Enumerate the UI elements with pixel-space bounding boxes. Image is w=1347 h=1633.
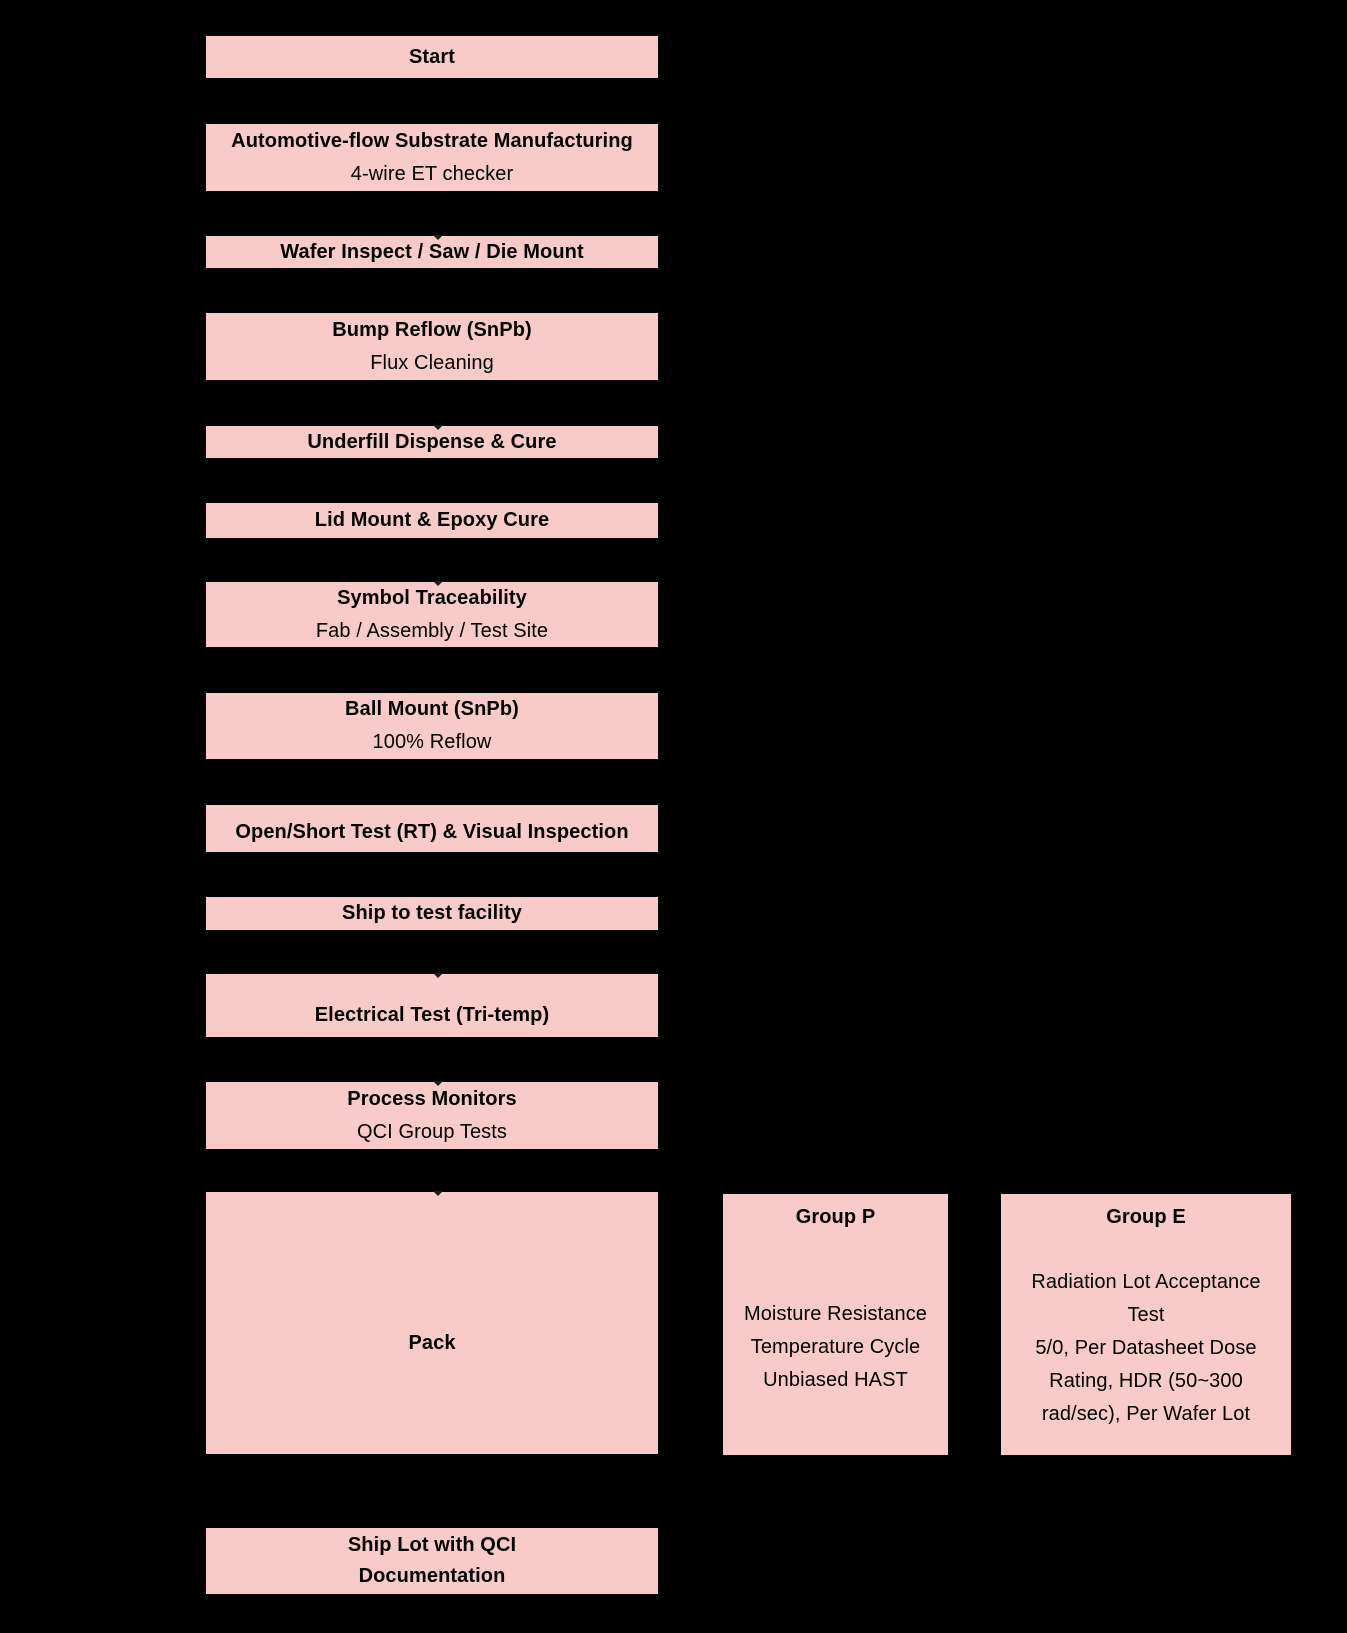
- qci-group-e-box: Group E Radiation Lot Acceptance Test 5/…: [1001, 1194, 1291, 1455]
- step-title-line-1: Ship Lot with QCI: [347, 1534, 517, 1556]
- flow-step-electrical-test: Electrical Test (Tri-temp): [206, 973, 658, 1037]
- arrowhead-mark: [433, 973, 443, 978]
- group-line: Rating, HDR (50~300: [1049, 1370, 1243, 1392]
- flow-step-process-monitors: Process Monitors QCI Group Tests: [206, 1081, 658, 1149]
- arrowhead-mark: [433, 425, 443, 430]
- step-title: Process Monitors: [347, 1087, 517, 1110]
- group-line: Test: [1127, 1304, 1165, 1326]
- step-title: Symbol Traceability: [337, 586, 527, 609]
- step-subtitle: Fab / Assembly / Test Site: [315, 619, 549, 642]
- flow-step-symbol-traceability: Symbol Traceability Fab / Assembly / Tes…: [206, 581, 658, 647]
- group-e-tests: Radiation Lot Acceptance Test 5/0, Per D…: [1031, 1266, 1260, 1431]
- step-title: Bump Reflow (SnPb): [332, 318, 532, 341]
- group-line: Radiation Lot Acceptance: [1031, 1271, 1261, 1293]
- step-title: Pack: [408, 1331, 456, 1354]
- flow-step-bump-reflow: Bump Reflow (SnPb) Flux Cleaning: [206, 313, 658, 380]
- step-subtitle: Flux Cleaning: [370, 351, 494, 374]
- flow-step-wafer-inspect-saw-die-mount: Wafer Inspect / Saw / Die Mount: [206, 235, 658, 268]
- step-title: Ball Mount (SnPb): [345, 698, 519, 720]
- group-line: Unbiased HAST: [763, 1369, 908, 1391]
- arrowhead-mark: [433, 581, 443, 586]
- step-subtitle: 4-wire ET checker: [350, 162, 514, 185]
- arrowhead-mark: [433, 1191, 443, 1196]
- flow-step-lid-mount-epoxy-cure: Lid Mount & Epoxy Cure: [206, 503, 658, 538]
- flow-step-substrate-manufacturing: Automotive-flow Substrate Manufacturing …: [206, 124, 658, 191]
- step-title: Underfill Dispense & Cure: [307, 430, 557, 453]
- group-p-tests: Moisture Resistance Temperature Cycle Un…: [744, 1298, 927, 1397]
- step-title: Open/Short Test (RT) & Visual Inspection: [235, 821, 629, 843]
- step-title: Automotive-flow Substrate Manufacturing: [231, 129, 633, 152]
- flow-step-ship-to-test-facility: Ship to test facility: [206, 897, 658, 930]
- flow-step-underfill-dispense-cure: Underfill Dispense & Cure: [206, 425, 658, 458]
- qci-group-p-box: Group P Moisture Resistance Temperature …: [723, 1194, 948, 1455]
- group-line: 5/0, Per Datasheet Dose: [1035, 1337, 1257, 1359]
- flow-step-pack: Pack: [206, 1191, 658, 1454]
- flow-step-start: Start: [206, 36, 658, 78]
- group-title: Group E: [1106, 1206, 1186, 1228]
- step-title-line-2: Documentation: [358, 1565, 506, 1587]
- group-line: Temperature Cycle: [750, 1336, 921, 1358]
- step-title: Wafer Inspect / Saw / Die Mount: [280, 240, 584, 263]
- step-title: Ship to test facility: [342, 902, 522, 924]
- step-subtitle: 100% Reflow: [372, 731, 492, 753]
- group-title: Group P: [795, 1206, 876, 1228]
- flow-step-open-short-test: Open/Short Test (RT) & Visual Inspection: [206, 805, 658, 852]
- arrowhead-mark: [433, 1081, 443, 1086]
- arrowhead-mark: [433, 235, 443, 240]
- flow-step-ship-lot-with-qci-documentation: Ship Lot with QCI Documentation: [206, 1528, 658, 1594]
- group-line: Moisture Resistance: [743, 1303, 928, 1325]
- step-title: Lid Mount & Epoxy Cure: [314, 509, 550, 531]
- step-subtitle: QCI Group Tests: [356, 1120, 508, 1143]
- flow-step-ball-mount: Ball Mount (SnPb) 100% Reflow: [206, 693, 658, 759]
- group-line: rad/sec), Per Wafer Lot: [1041, 1403, 1251, 1425]
- step-title: Start: [408, 45, 456, 68]
- step-title: Electrical Test (Tri-temp): [314, 1004, 550, 1026]
